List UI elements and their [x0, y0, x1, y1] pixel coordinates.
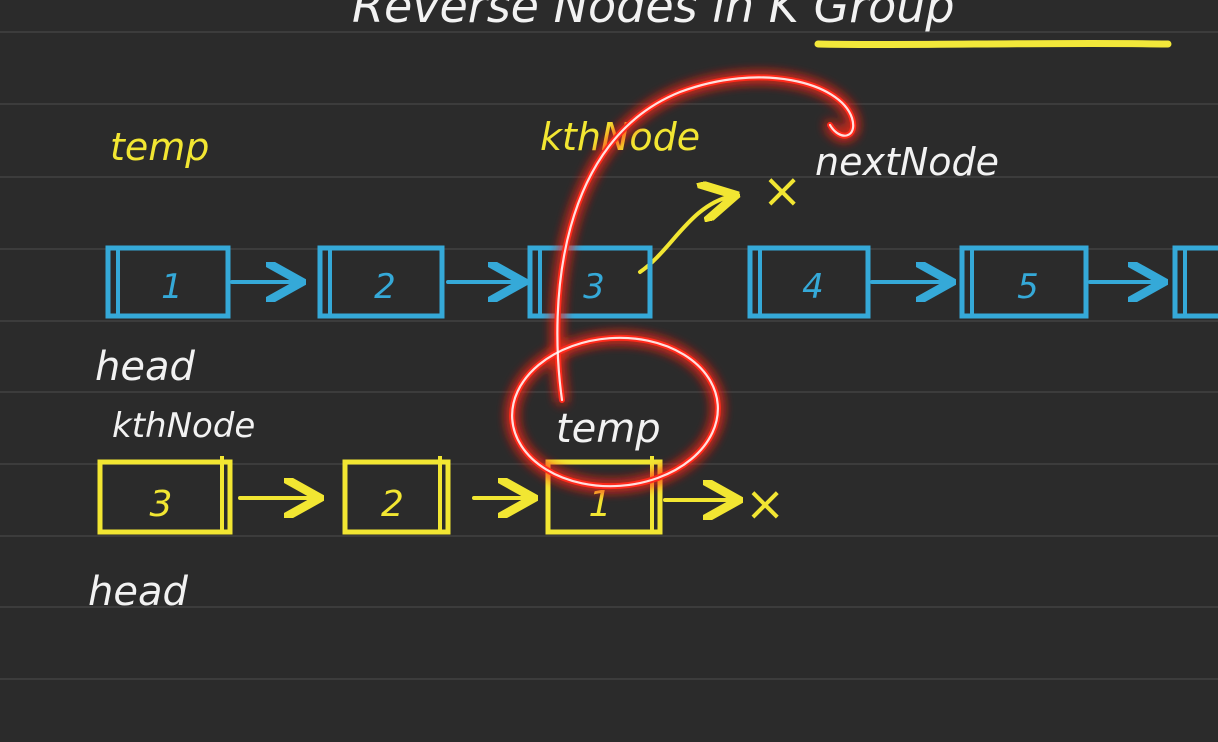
node-box: [959, 245, 1089, 319]
label-kth-node-bottom: kthNode: [112, 406, 255, 446]
page-title: Reverse Nodes in K Group: [352, 0, 955, 33]
label-next-node: nextNode: [815, 140, 999, 184]
pointer-arrow-next: [638, 196, 732, 274]
list-node: 3: [527, 245, 653, 319]
node-box: [545, 459, 663, 535]
label-head-bottom: head: [88, 569, 188, 615]
list-node: 1: [105, 245, 231, 319]
node-box: [317, 245, 445, 319]
node-box: [1172, 245, 1218, 319]
label-x-top: ×: [762, 163, 802, 219]
reversed-linked-list: 3 2 1: [97, 456, 663, 535]
node-value: 2: [374, 267, 396, 307]
list-node: 6: [1172, 245, 1218, 319]
node-value: 1: [589, 484, 612, 525]
node-box: [97, 459, 233, 535]
label-temp-circled: temp: [556, 406, 661, 452]
list-node: 2: [317, 245, 445, 319]
label-head-top: head: [95, 344, 195, 390]
node-value: 3: [150, 484, 173, 525]
reversed-node: 2: [342, 456, 451, 535]
node-value: 5: [1017, 267, 1039, 307]
node-box: [747, 245, 871, 319]
node-value: 3: [583, 267, 605, 307]
node-box: [342, 459, 451, 535]
red-curve-arrow-core: [556, 76, 855, 402]
list-node: 5: [959, 245, 1089, 319]
reversed-node: 1: [545, 456, 663, 535]
node-value: 4: [802, 267, 824, 307]
list-node: 4: [747, 245, 871, 319]
title-underline: [814, 39, 1172, 49]
red-circle-core: [511, 336, 719, 488]
reversed-node: 3: [97, 456, 233, 535]
node-box: [527, 245, 653, 319]
label-temp-top: temp: [110, 125, 209, 169]
label-x-bottom: ×: [745, 476, 785, 532]
node-box: [105, 245, 231, 319]
node-value: 2: [381, 484, 404, 525]
original-linked-list: 1 2 3 4 5 6: [105, 245, 1218, 319]
node-value: 1: [161, 267, 183, 307]
